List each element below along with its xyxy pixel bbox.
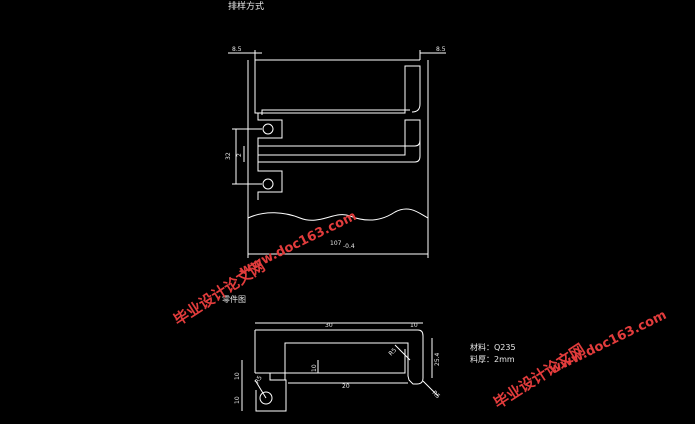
part-inner-line xyxy=(262,349,406,374)
part-dim-radius-mid: R5 xyxy=(387,347,398,358)
strip-layout xyxy=(228,50,446,258)
part-dim-left-bottom: 10 xyxy=(234,396,241,404)
part-dim-radius-hole: R5 xyxy=(254,374,264,385)
watermark-4-url: www.doc163.com xyxy=(547,308,669,378)
part-dim-tip-top: 10 xyxy=(410,322,418,329)
thickness-note: 料厚：2mm xyxy=(470,354,515,364)
break-line xyxy=(247,208,429,221)
part-dim-width-right: 25.4 xyxy=(434,352,441,366)
part-leader-mid xyxy=(394,344,411,361)
part-hole xyxy=(259,391,273,405)
part-1-outline xyxy=(254,60,421,114)
part-dim-inner-len: 20 xyxy=(342,383,350,390)
part-2-hole xyxy=(262,178,274,190)
part-2-upper xyxy=(257,120,421,163)
dim-top-right: 8.5 xyxy=(436,46,446,53)
part-dim-left-top: 10 xyxy=(234,372,241,380)
part-2-lug xyxy=(257,162,283,200)
part-leader-corner xyxy=(422,380,439,397)
dim-bottom: 107 xyxy=(330,240,342,247)
part-leader-hole xyxy=(254,379,267,399)
dim-bottom-sub: -0.4 xyxy=(343,243,355,250)
part-dim-inner-height: 10 xyxy=(311,364,318,372)
part-outline-path xyxy=(255,329,424,385)
part-1-inner xyxy=(261,109,410,115)
layout-title: 排样方式 xyxy=(228,0,264,12)
watermark-4: www.doc163.com xyxy=(547,308,669,378)
part-1-lower xyxy=(257,113,421,147)
dim-side: 2 xyxy=(236,153,243,157)
part-dim-radius-corner: R5 xyxy=(431,389,442,400)
part-title: 零件图 xyxy=(222,294,246,304)
dim-pitch: 32 xyxy=(225,152,232,160)
part-dim-length-top: 30 xyxy=(325,322,333,329)
part-drawing xyxy=(241,322,439,412)
dim-top-left: 8.5 xyxy=(232,46,242,53)
material-note: 材料：Q235 xyxy=(470,342,516,352)
part-2-inner xyxy=(258,125,406,156)
part-1-hole xyxy=(262,123,274,135)
